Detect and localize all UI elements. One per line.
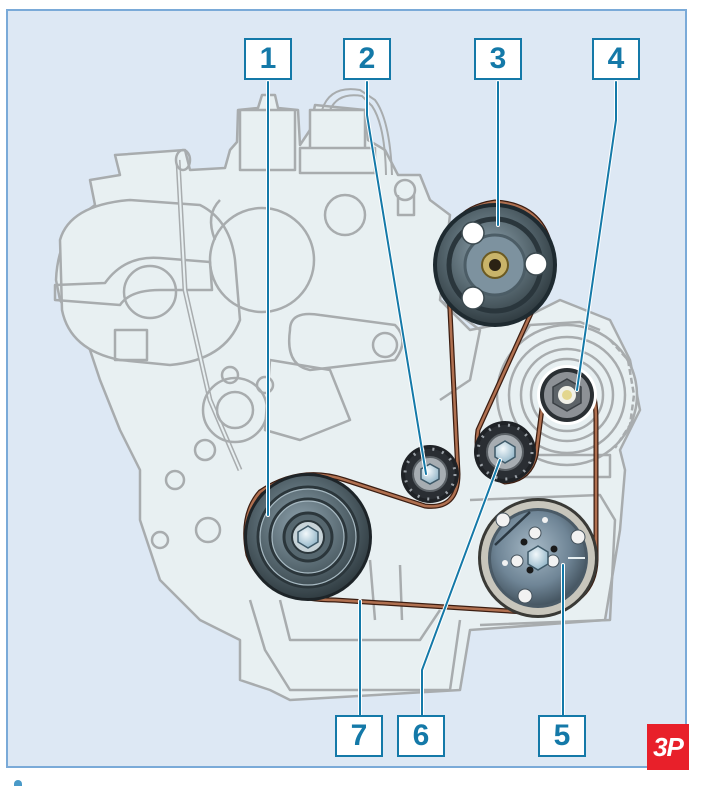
leader-line-2 [365, 80, 428, 476]
tensioner-pulley [474, 421, 536, 483]
callout-6: 6 [397, 715, 445, 757]
idler-pulley [401, 445, 459, 503]
callout-4: 4 [592, 38, 640, 80]
ac-compressor-pulley [478, 498, 598, 618]
publisher-logo: 3P [647, 724, 689, 770]
crankshaft-pulley [244, 473, 372, 601]
callout-1: 1 [244, 38, 292, 80]
callout-7: 7 [335, 715, 383, 757]
leader-lines [266, 80, 618, 717]
alternator-pulley [537, 365, 597, 425]
callout-5: 5 [538, 715, 586, 757]
callout-3: 3 [474, 38, 522, 80]
power-steering-pump-pulley [433, 203, 557, 327]
corner-mark [14, 780, 22, 786]
leader-line-4 [575, 80, 618, 392]
leader-line-6 [420, 458, 502, 717]
callout-2: 2 [343, 38, 391, 80]
